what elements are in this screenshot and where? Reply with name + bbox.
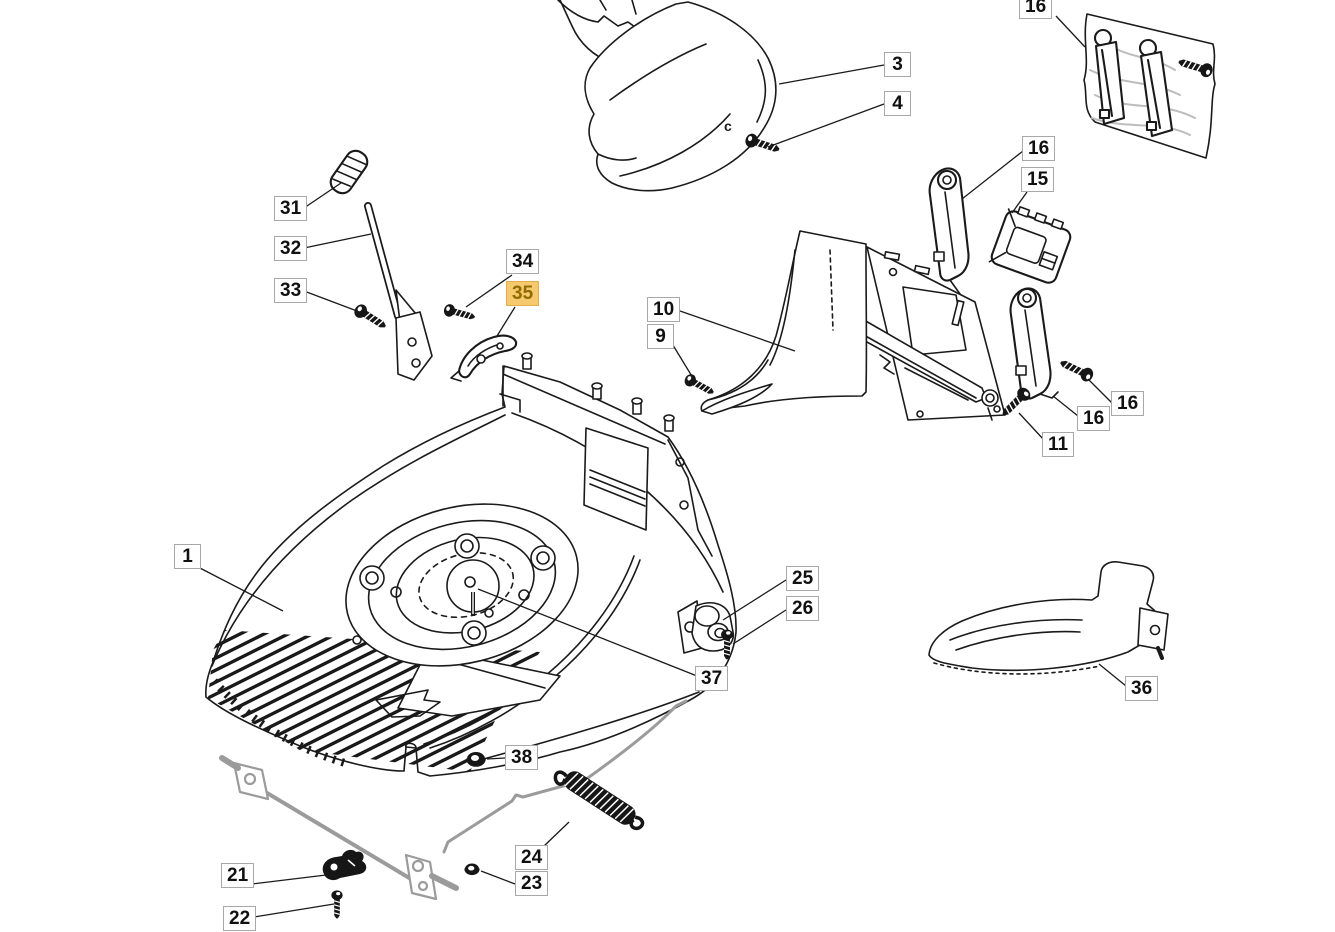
leader-11 <box>1018 412 1045 441</box>
leader-21 <box>251 874 327 885</box>
part-31-grip <box>329 149 369 195</box>
leader-25 <box>722 579 787 621</box>
callout-15[interactable]: 15 <box>1021 167 1055 192</box>
callout-11[interactable]: 11 <box>1042 432 1075 457</box>
callout-34[interactable]: 34 <box>506 249 540 274</box>
part-25-roller <box>677 600 735 654</box>
callout-37[interactable]: 37 <box>695 666 729 691</box>
part-16-screw-right <box>1057 355 1097 385</box>
leader-16-lower <box>1052 395 1079 417</box>
leader-3 <box>778 64 885 85</box>
leader-lines <box>195 15 1127 918</box>
callout-4[interactable]: 4 <box>884 91 911 116</box>
deck-rear-tower <box>499 352 713 557</box>
part-36-handle-bracket <box>928 561 1169 675</box>
callout-16-right[interactable]: 16 <box>1111 391 1145 416</box>
leader-1 <box>195 565 284 612</box>
callout-3[interactable]: 3 <box>884 52 911 77</box>
callout-1[interactable]: 1 <box>174 544 201 569</box>
part-3-rear-housing: c <box>584 1 777 192</box>
blade-boss <box>446 559 500 616</box>
callout-36[interactable]: 36 <box>1125 676 1159 701</box>
callout-24[interactable]: 24 <box>515 845 549 870</box>
part-16-height-lever-lower <box>1009 287 1059 400</box>
part-32-lever-rod <box>364 202 433 381</box>
deck-mount-bumps <box>352 533 556 646</box>
part-16-hardware-kit-bag <box>1083 13 1216 159</box>
callout-22[interactable]: 22 <box>223 906 257 931</box>
leader-34 <box>465 274 513 308</box>
callout-10[interactable]: 10 <box>647 297 681 322</box>
leader-35 <box>496 306 516 337</box>
part-16-height-lever-upper <box>928 167 970 300</box>
leader-33 <box>303 290 358 312</box>
leader-10 <box>679 310 796 352</box>
callout-16-mid[interactable]: 16 <box>1022 136 1056 161</box>
part-34-screw <box>441 302 477 324</box>
part-23-washer <box>464 862 480 876</box>
callout-21[interactable]: 21 <box>221 863 255 888</box>
leader-22 <box>253 903 335 918</box>
leader-24 <box>542 821 570 848</box>
callout-32[interactable]: 32 <box>274 236 308 261</box>
leader-31 <box>303 182 342 209</box>
leader-32 <box>303 233 372 249</box>
callout-16-top[interactable]: 16 <box>1019 0 1053 19</box>
leader-36 <box>1098 663 1127 687</box>
leader-16-right <box>1087 378 1113 404</box>
leader-37 <box>477 588 698 677</box>
part-33-screw <box>351 301 390 334</box>
part-24-spring <box>553 770 645 831</box>
axle-assembly <box>219 755 459 901</box>
callout-9[interactable]: 9 <box>647 324 674 349</box>
leader-4 <box>767 103 885 148</box>
leader-38 <box>486 757 506 760</box>
callout-38[interactable]: 38 <box>505 745 539 770</box>
callout-26[interactable]: 26 <box>786 596 820 621</box>
part-38-oring <box>466 751 486 767</box>
part-21-clip <box>322 849 367 881</box>
leader-16-top <box>1055 15 1086 48</box>
part-35-pawl-bracket <box>450 334 518 382</box>
callout-31[interactable]: 31 <box>274 196 308 221</box>
control-rod <box>442 699 688 854</box>
callout-16-lower[interactable]: 16 <box>1077 406 1111 431</box>
callout-35-selected[interactable]: 35 <box>506 281 540 306</box>
part-11-bolt <box>997 384 1034 421</box>
callout-25[interactable]: 25 <box>786 566 820 591</box>
part-1-deck <box>205 352 737 777</box>
callout-33[interactable]: 33 <box>274 278 308 303</box>
part-10-rear-panel <box>700 230 1006 421</box>
part-15-adjuster-frame <box>988 206 1072 284</box>
part-3-molded-letter: c <box>724 118 732 134</box>
part-9-screw <box>681 371 717 399</box>
leader-15 <box>1011 191 1028 214</box>
leader-26 <box>732 609 787 645</box>
callout-23[interactable]: 23 <box>515 871 549 896</box>
leader-23 <box>480 870 516 885</box>
leader-16-mid <box>961 150 1024 200</box>
